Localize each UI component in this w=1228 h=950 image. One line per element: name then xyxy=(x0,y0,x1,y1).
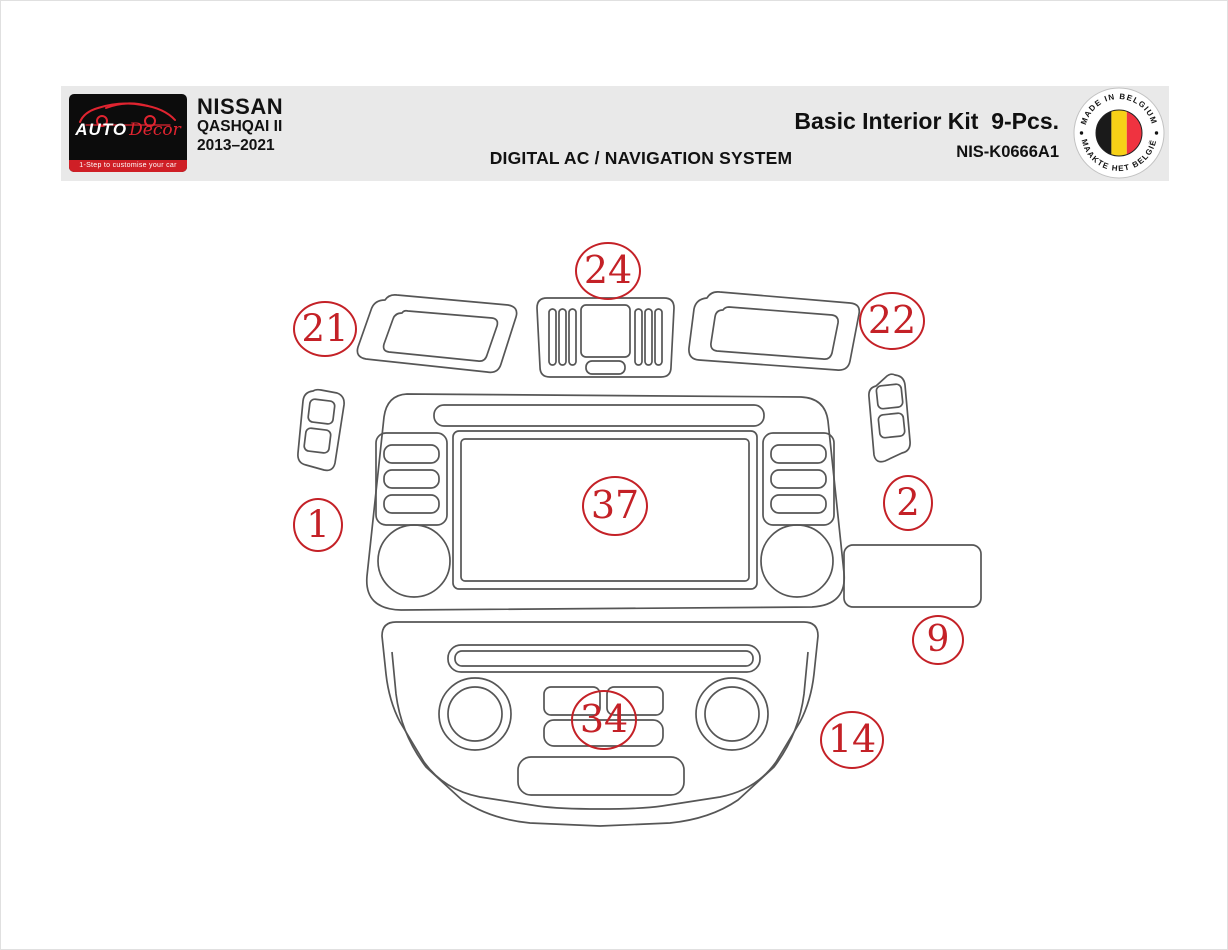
part-outline xyxy=(366,393,846,611)
part-24-center-vent-trim xyxy=(536,297,675,378)
callout-label: 34 xyxy=(579,697,629,741)
switch-opening xyxy=(877,412,906,439)
callout-label: 21 xyxy=(301,306,349,350)
display-slot-outer xyxy=(447,644,761,673)
vent-slat xyxy=(654,308,663,366)
car-silhouette-icon xyxy=(79,102,176,127)
part-9-switch-panel-trim xyxy=(843,544,982,608)
bottom-tray-opening xyxy=(517,756,685,796)
logo-tagline: 1-Step to customise your car xyxy=(69,160,187,172)
kit-title: Basic Interior Kit 9-Pcs. xyxy=(794,108,1059,134)
callout-piece-24: 24 xyxy=(575,242,641,300)
part-1-left-side-trim xyxy=(297,388,345,472)
callout-piece-37: 37 xyxy=(582,476,648,536)
vent-slat xyxy=(558,308,567,366)
callout-piece-34: 34 xyxy=(571,690,637,750)
vent-slat xyxy=(634,308,643,366)
logo-auto-text: AUTO xyxy=(75,120,128,139)
badge-dot-right xyxy=(1154,131,1159,135)
callout-piece-21: 21 xyxy=(293,301,357,357)
button-opening xyxy=(383,494,440,514)
part-outline xyxy=(688,291,861,371)
part-22-right-vent-trim xyxy=(688,291,861,371)
callout-label: 14 xyxy=(827,717,877,761)
vent-slat xyxy=(644,308,653,366)
part-2-right-side-trim xyxy=(868,373,911,463)
callout-piece-14: 14 xyxy=(820,711,884,769)
vehicle-years: 2013–2021 xyxy=(197,136,275,154)
part-outline xyxy=(381,621,819,810)
part-14-lower-surround-trim xyxy=(391,651,809,827)
vent-slat xyxy=(568,308,577,366)
button-opening xyxy=(383,469,440,489)
callout-piece-2: 2 xyxy=(883,475,933,531)
callout-piece-22: 22 xyxy=(859,292,925,350)
part-outline xyxy=(843,544,982,608)
part-outline xyxy=(868,373,911,463)
top-vent-slot xyxy=(433,404,765,427)
callout-piece-9: 9 xyxy=(912,615,964,665)
vehicle-make: NISSAN xyxy=(197,94,284,119)
switch-opening xyxy=(307,398,336,425)
button-opening xyxy=(383,444,440,464)
badge-dot-left xyxy=(1079,131,1084,135)
part-21-left-vent-trim xyxy=(356,294,518,374)
left-dial-inner xyxy=(447,686,503,742)
small-button-opening xyxy=(585,360,626,375)
part-outline xyxy=(391,651,809,827)
belgian-flag-icon xyxy=(1096,110,1142,156)
right-knob-opening xyxy=(760,524,834,598)
part-34-climate-control-trim xyxy=(381,621,819,810)
callout-label: 22 xyxy=(867,298,917,342)
switch-opening xyxy=(303,427,332,454)
hazard-switch-opening xyxy=(580,304,631,358)
made-in-belgium-badge: MADE IN BELGIUM MAAKTE HET BELGIË xyxy=(1073,87,1165,179)
right-dial-opening xyxy=(695,677,769,751)
switch-opening xyxy=(875,383,904,410)
callout-piece-1: 1 xyxy=(293,498,343,552)
vent-opening xyxy=(710,306,839,360)
system-subtitle: DIGITAL AC / NAVIGATION SYSTEM xyxy=(489,148,793,168)
button-opening xyxy=(770,469,827,489)
screen-opening-inner xyxy=(460,438,750,582)
part-number: NIS-K0666A1 xyxy=(956,143,1059,161)
left-knob-opening xyxy=(377,524,451,598)
part-outline xyxy=(356,294,518,374)
left-dial-opening xyxy=(438,677,512,751)
vehicle-model: QASHQAI II xyxy=(197,118,283,136)
button-opening xyxy=(770,494,827,514)
screen-opening-outer xyxy=(452,430,758,590)
flag-ring xyxy=(1095,109,1143,157)
right-dial-inner xyxy=(704,686,760,742)
vehicle-info: NISSAN QASHQAI II 2013–2021 xyxy=(197,95,283,155)
display-slot-inner xyxy=(454,650,754,667)
vent-opening xyxy=(382,309,499,362)
callout-label: 2 xyxy=(896,480,920,524)
part-outline xyxy=(536,297,675,378)
callout-label: 9 xyxy=(926,618,950,660)
logo-decor-text: Decor xyxy=(129,120,181,140)
vent-slat xyxy=(548,308,557,366)
part-outline xyxy=(297,388,345,472)
part-37-navigation-console-trim xyxy=(366,393,846,611)
callout-label: 37 xyxy=(590,483,640,527)
button-opening xyxy=(770,444,827,464)
callout-label: 24 xyxy=(583,248,633,292)
callout-label: 1 xyxy=(306,502,330,546)
